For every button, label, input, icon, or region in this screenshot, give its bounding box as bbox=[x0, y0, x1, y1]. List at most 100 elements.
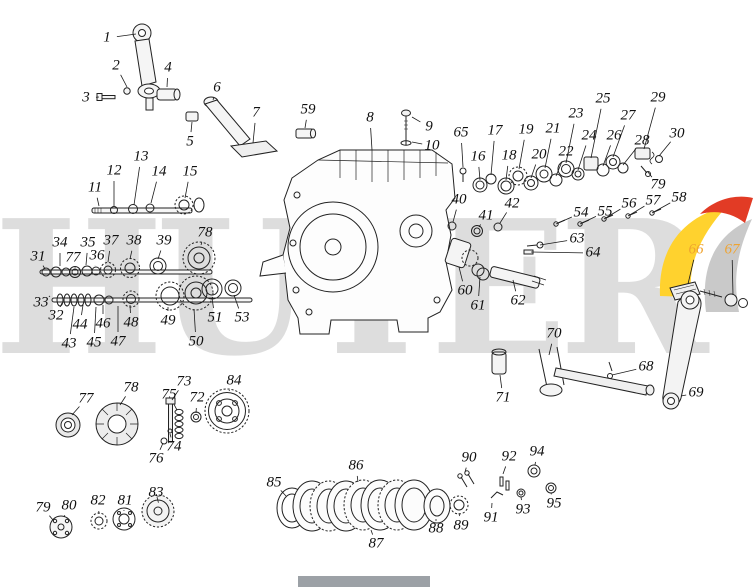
part-callout-85: 85 bbox=[266, 474, 282, 491]
part-callout-56: 56 bbox=[621, 195, 637, 212]
gear-cluster-drawing bbox=[39, 241, 253, 311]
part-callout-58: 58 bbox=[671, 189, 687, 206]
part-callout-32: 32 bbox=[48, 307, 64, 324]
part-callout-19: 19 bbox=[518, 121, 534, 138]
part-callout-28: 28 bbox=[634, 132, 650, 149]
watermark-bar bbox=[298, 576, 430, 587]
part-callout-75: 75 bbox=[161, 386, 177, 403]
part-callout-37: 37 bbox=[103, 232, 119, 249]
brand-logo bbox=[659, 196, 753, 312]
part-callout-3: 3 bbox=[82, 89, 90, 106]
part-callout-41: 41 bbox=[478, 207, 494, 224]
part-callout-20: 20 bbox=[531, 146, 547, 163]
part-callout-12: 12 bbox=[106, 162, 122, 179]
part-callout-17: 17 bbox=[487, 122, 503, 139]
part-callout-68: 68 bbox=[638, 358, 654, 375]
part-callout-44: 44 bbox=[72, 316, 88, 333]
part-callout-83: 83 bbox=[148, 484, 164, 501]
part-callout-72: 72 bbox=[189, 389, 205, 406]
part-callout-31: 31 bbox=[30, 248, 46, 265]
part-callout-57: 57 bbox=[645, 192, 661, 209]
part-callout-82: 82 bbox=[90, 492, 106, 509]
part-callout-54: 54 bbox=[573, 204, 589, 221]
part-callout-48: 48 bbox=[123, 314, 139, 331]
part-callout-33: 33 bbox=[33, 294, 49, 311]
part-callout-67: 67 bbox=[724, 241, 740, 258]
part-callout-80: 80 bbox=[61, 497, 77, 514]
part-callout-35: 35 bbox=[80, 234, 96, 251]
part-callout-61: 61 bbox=[470, 297, 486, 314]
part-callout-23: 23 bbox=[568, 105, 584, 122]
part-callout-8: 8 bbox=[366, 109, 374, 126]
part-callout-21: 21 bbox=[545, 120, 561, 137]
part-callout-5: 5 bbox=[186, 133, 194, 150]
part-callout-40: 40 bbox=[451, 191, 467, 208]
part-callout-77: 77 bbox=[65, 249, 81, 266]
part-callout-81: 81 bbox=[117, 492, 133, 509]
part-callout-18: 18 bbox=[501, 147, 517, 164]
part-callout-50: 50 bbox=[188, 333, 204, 350]
clutch-plate-stack-drawing bbox=[276, 479, 469, 532]
part-callout-7: 7 bbox=[252, 104, 260, 121]
leader-lines bbox=[42, 33, 734, 535]
part-callout-47: 47 bbox=[110, 333, 126, 350]
part-callout-60: 60 bbox=[457, 282, 473, 299]
part-callout-43: 43 bbox=[61, 335, 77, 352]
part-callout-93: 93 bbox=[515, 501, 531, 518]
part-callout-88: 88 bbox=[428, 520, 444, 537]
part-callout-92: 92 bbox=[501, 448, 517, 465]
part-callout-79: 79 bbox=[35, 499, 51, 516]
crankcase-drawing bbox=[259, 149, 456, 335]
part-callout-87: 87 bbox=[368, 535, 384, 552]
part-callout-89: 89 bbox=[453, 517, 469, 534]
part-callout-26: 26 bbox=[606, 127, 622, 144]
part-callout-9: 9 bbox=[425, 118, 433, 135]
part-callout-27: 27 bbox=[620, 107, 636, 124]
part-callout-46: 46 bbox=[95, 315, 111, 332]
part-callout-15: 15 bbox=[182, 163, 198, 180]
part-callout-14: 14 bbox=[151, 163, 167, 180]
part-callout-24: 24 bbox=[581, 127, 597, 144]
part-callout-86: 86 bbox=[348, 457, 364, 474]
part-callout-70: 70 bbox=[546, 325, 562, 342]
part-callout-66: 66 bbox=[688, 241, 704, 258]
part-callout-69: 69 bbox=[688, 384, 704, 401]
part-callout-95: 95 bbox=[546, 495, 562, 512]
part-callout-64: 64 bbox=[585, 244, 601, 261]
part-callout-90: 90 bbox=[461, 449, 477, 466]
part-callout-4: 4 bbox=[164, 59, 172, 76]
part-callout-51: 51 bbox=[207, 309, 223, 326]
part-callout-10: 10 bbox=[424, 137, 440, 154]
part-callout-74: 74 bbox=[166, 438, 182, 455]
part-callout-77: 77 bbox=[78, 390, 94, 407]
part-callout-94: 94 bbox=[529, 443, 545, 460]
part-callout-42: 42 bbox=[504, 195, 520, 212]
part-callout-63: 63 bbox=[569, 230, 585, 247]
part-callout-2: 2 bbox=[112, 57, 120, 74]
oil-bolt-drawing bbox=[400, 109, 412, 146]
kick-lever-drawing bbox=[662, 281, 748, 410]
part-callout-30: 30 bbox=[669, 125, 685, 142]
part-callout-71: 71 bbox=[495, 389, 511, 406]
part-callout-84: 84 bbox=[226, 372, 242, 389]
part-callout-73: 73 bbox=[176, 373, 192, 390]
part-callout-78: 78 bbox=[197, 224, 213, 241]
part-callout-34: 34 bbox=[52, 234, 68, 251]
part-callout-38: 38 bbox=[126, 232, 142, 249]
part-callout-49: 49 bbox=[160, 312, 176, 329]
part-callout-39: 39 bbox=[156, 232, 172, 249]
part-callout-79: 79 bbox=[650, 176, 666, 193]
part-callout-16: 16 bbox=[470, 148, 486, 165]
part-callout-22: 22 bbox=[558, 143, 574, 160]
primary-gear-row-drawing bbox=[49, 494, 175, 539]
fastener-parts-drawing bbox=[457, 464, 557, 499]
kickstart-crank-drawing bbox=[96, 23, 317, 158]
part-callout-59: 59 bbox=[300, 101, 316, 118]
part-callout-11: 11 bbox=[88, 179, 102, 196]
input-shaft-drawing bbox=[91, 195, 205, 215]
kick-fork-drawing bbox=[491, 346, 655, 397]
part-callout-62: 62 bbox=[510, 292, 526, 309]
clutch-hub-drawing bbox=[55, 388, 250, 446]
